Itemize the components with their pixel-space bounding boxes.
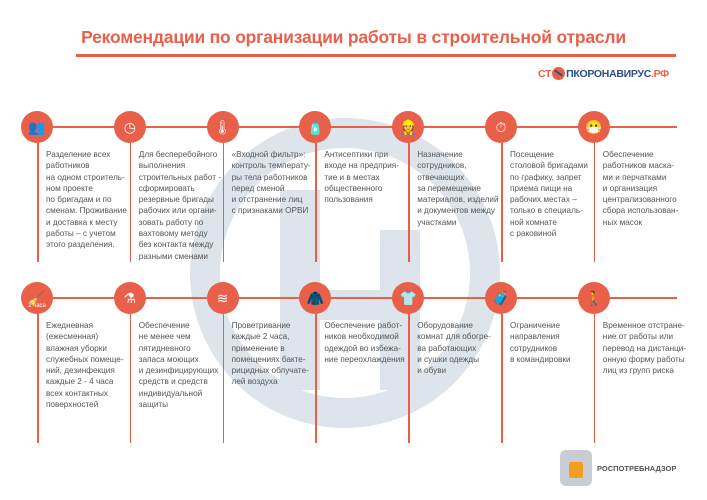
logo-domain: .РФ <box>650 67 669 80</box>
recommendation-text: Ограничение направления сотрудников в ко… <box>510 321 571 364</box>
recommendation-text: Временное отстране- ние от работы или пе… <box>602 321 687 376</box>
timeline-row2 <box>37 297 677 299</box>
virus-icon <box>552 67 566 80</box>
mask-gloves-icon: 😷 <box>577 111 610 143</box>
clock-icon: ◷ <box>113 111 146 143</box>
emblem-icon <box>560 450 592 486</box>
org-name: РОСПОТРЕБНАДЗОР <box>597 463 677 473</box>
page-title: Рекомендации по организации работы в стр… <box>81 27 626 47</box>
air-ventilation-icon: ≋ <box>206 282 239 314</box>
recommendation-text: «Входной фильтр»: контроль температу- ры… <box>231 150 311 216</box>
item-divider <box>37 314 39 443</box>
recommendation-text: Оборудование комнат для обогре- ва работ… <box>417 321 491 376</box>
title-underline <box>76 54 676 57</box>
jacket-icon: 🧥 <box>299 282 332 314</box>
recommendation-text: Обеспечение не менее чем пятидневного за… <box>138 321 219 410</box>
item-divider <box>501 143 503 262</box>
recommendation-text: Назначение сотрудников, отвечающих за пе… <box>417 150 499 227</box>
person-leaving-icon: 🚶 <box>577 282 610 314</box>
item-divider <box>129 314 132 443</box>
traveler-luggage-icon: 🧳 <box>485 282 517 314</box>
drying-clothes-icon: 👕 <box>392 282 425 314</box>
item-divider <box>37 143 39 262</box>
recommendation-text: Антисептики при входе на предприя- тие и… <box>324 150 399 205</box>
item-divider <box>129 143 132 262</box>
badge-label: 2 часа <box>28 303 46 309</box>
rospotrebnadzor-logo: РОСПОТРЕБНАДЗОР <box>560 450 676 486</box>
recommendation-text: Ежедневная (ежесменная) влажная уборки с… <box>46 321 124 410</box>
cleaning-bucket-icon: 🧹2 часа <box>21 282 53 314</box>
item-divider <box>408 143 410 262</box>
item-divider <box>593 143 596 262</box>
item-divider <box>222 314 225 443</box>
recommendation-text: Проветривание каждые 2 часа, применение … <box>231 321 309 387</box>
spray-bottles-icon: ⚗ <box>113 282 146 314</box>
logo-suffix: ПКОРОНАВИРУС <box>566 67 651 80</box>
temperature-check-icon: 🌡 <box>206 111 239 143</box>
worker-icon: 👷 <box>392 111 425 143</box>
sanitizer-icon: 🧴 <box>299 111 332 143</box>
item-divider <box>315 143 317 262</box>
item-divider <box>315 314 317 443</box>
meal-clock-icon: ⏱ <box>485 111 517 143</box>
recommendation-text: Для бесперебойного выполнения строительн… <box>138 150 221 261</box>
logo-prefix: СТ <box>538 67 552 80</box>
recommendation-text: Разделение всех работников на одном стро… <box>46 150 127 250</box>
item-divider <box>408 314 410 443</box>
timeline-row1 <box>37 126 677 128</box>
people-icon: 👥 <box>21 111 53 143</box>
item-divider <box>501 314 503 443</box>
item-divider <box>222 143 225 262</box>
recommendation-text: Обеспечение работ- ников необходимой оде… <box>324 321 405 364</box>
item-divider <box>593 314 596 443</box>
recommendation-text: Посещение столовой бригадами по графику,… <box>510 150 588 239</box>
stopcoronavirus-logo: СТ ПКОРОНАВИРУС .РФ <box>538 67 669 80</box>
recommendation-text: Обеспечение работников маска- ми и перча… <box>602 150 679 227</box>
